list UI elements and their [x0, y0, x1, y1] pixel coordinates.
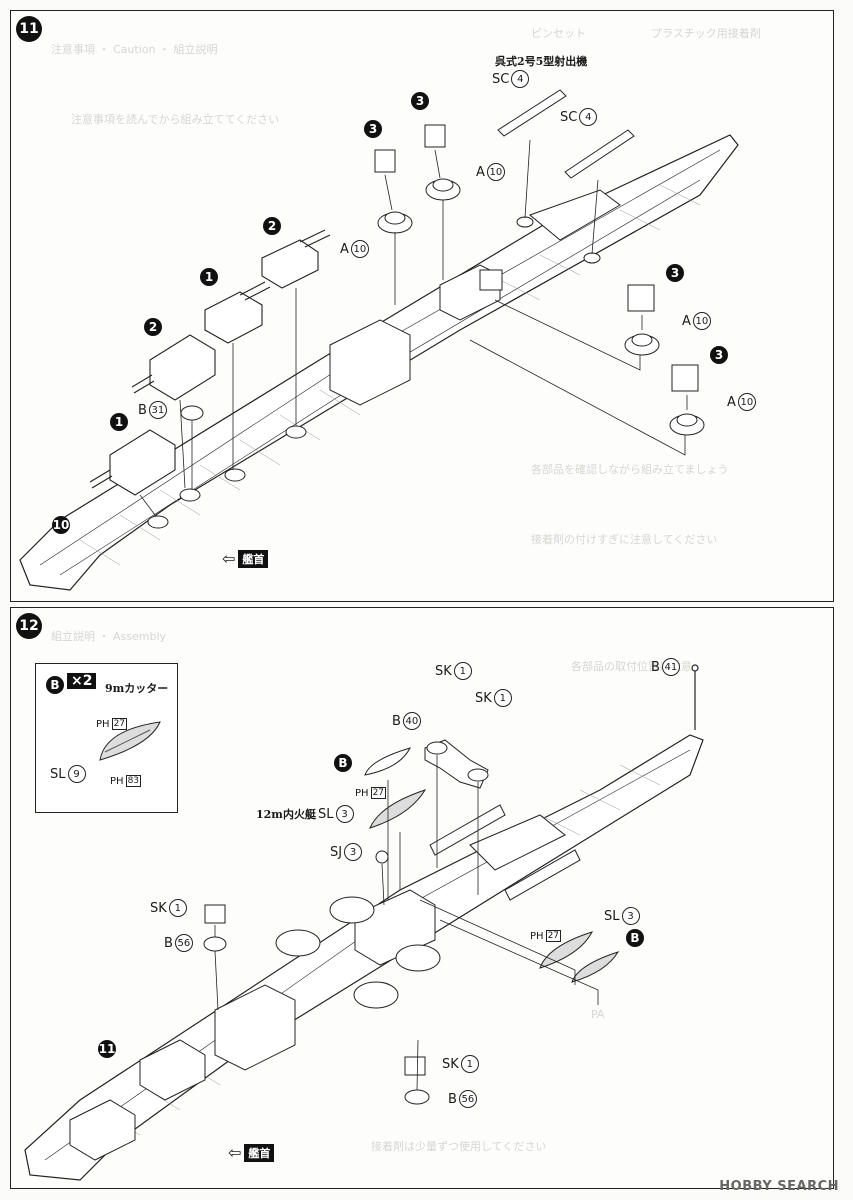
arrow-left-icon: ⇦ [222, 549, 236, 568]
arrow-left-icon: ⇦ [228, 1143, 242, 1162]
inset-title: 9mカッター [105, 682, 169, 695]
bow-indicator: ⇦ 艦首 [228, 1143, 275, 1162]
part-badge: 1 [110, 413, 128, 431]
part-badge: 3 [666, 264, 684, 282]
boat-part-badge: B [334, 754, 352, 772]
inset-count: ×2 [67, 673, 97, 689]
part-badge: 2 [263, 217, 281, 235]
part-badge: 3 [411, 92, 429, 110]
step-11-badge: 11 [16, 16, 42, 42]
part-badge: 11 [98, 1040, 116, 1058]
part-badge: 2 [144, 318, 162, 336]
step-12-badge: 12 [16, 613, 42, 639]
boat-part-badge: B [626, 929, 644, 947]
cutter-inset [35, 663, 178, 813]
part-badge: 10 [52, 516, 70, 534]
catapult-title: 呉式2号5型射出機 [495, 55, 588, 68]
inset-part-badge: B [46, 676, 64, 694]
part-badge: 3 [710, 346, 728, 364]
bow-indicator: ⇦ 艦首 [222, 549, 269, 568]
watermark: HOBBY SEARCH [719, 1179, 839, 1194]
launch-label: 12m内火艇 [256, 808, 316, 821]
part-badge: 1 [200, 268, 218, 286]
part-badge: 3 [364, 120, 382, 138]
